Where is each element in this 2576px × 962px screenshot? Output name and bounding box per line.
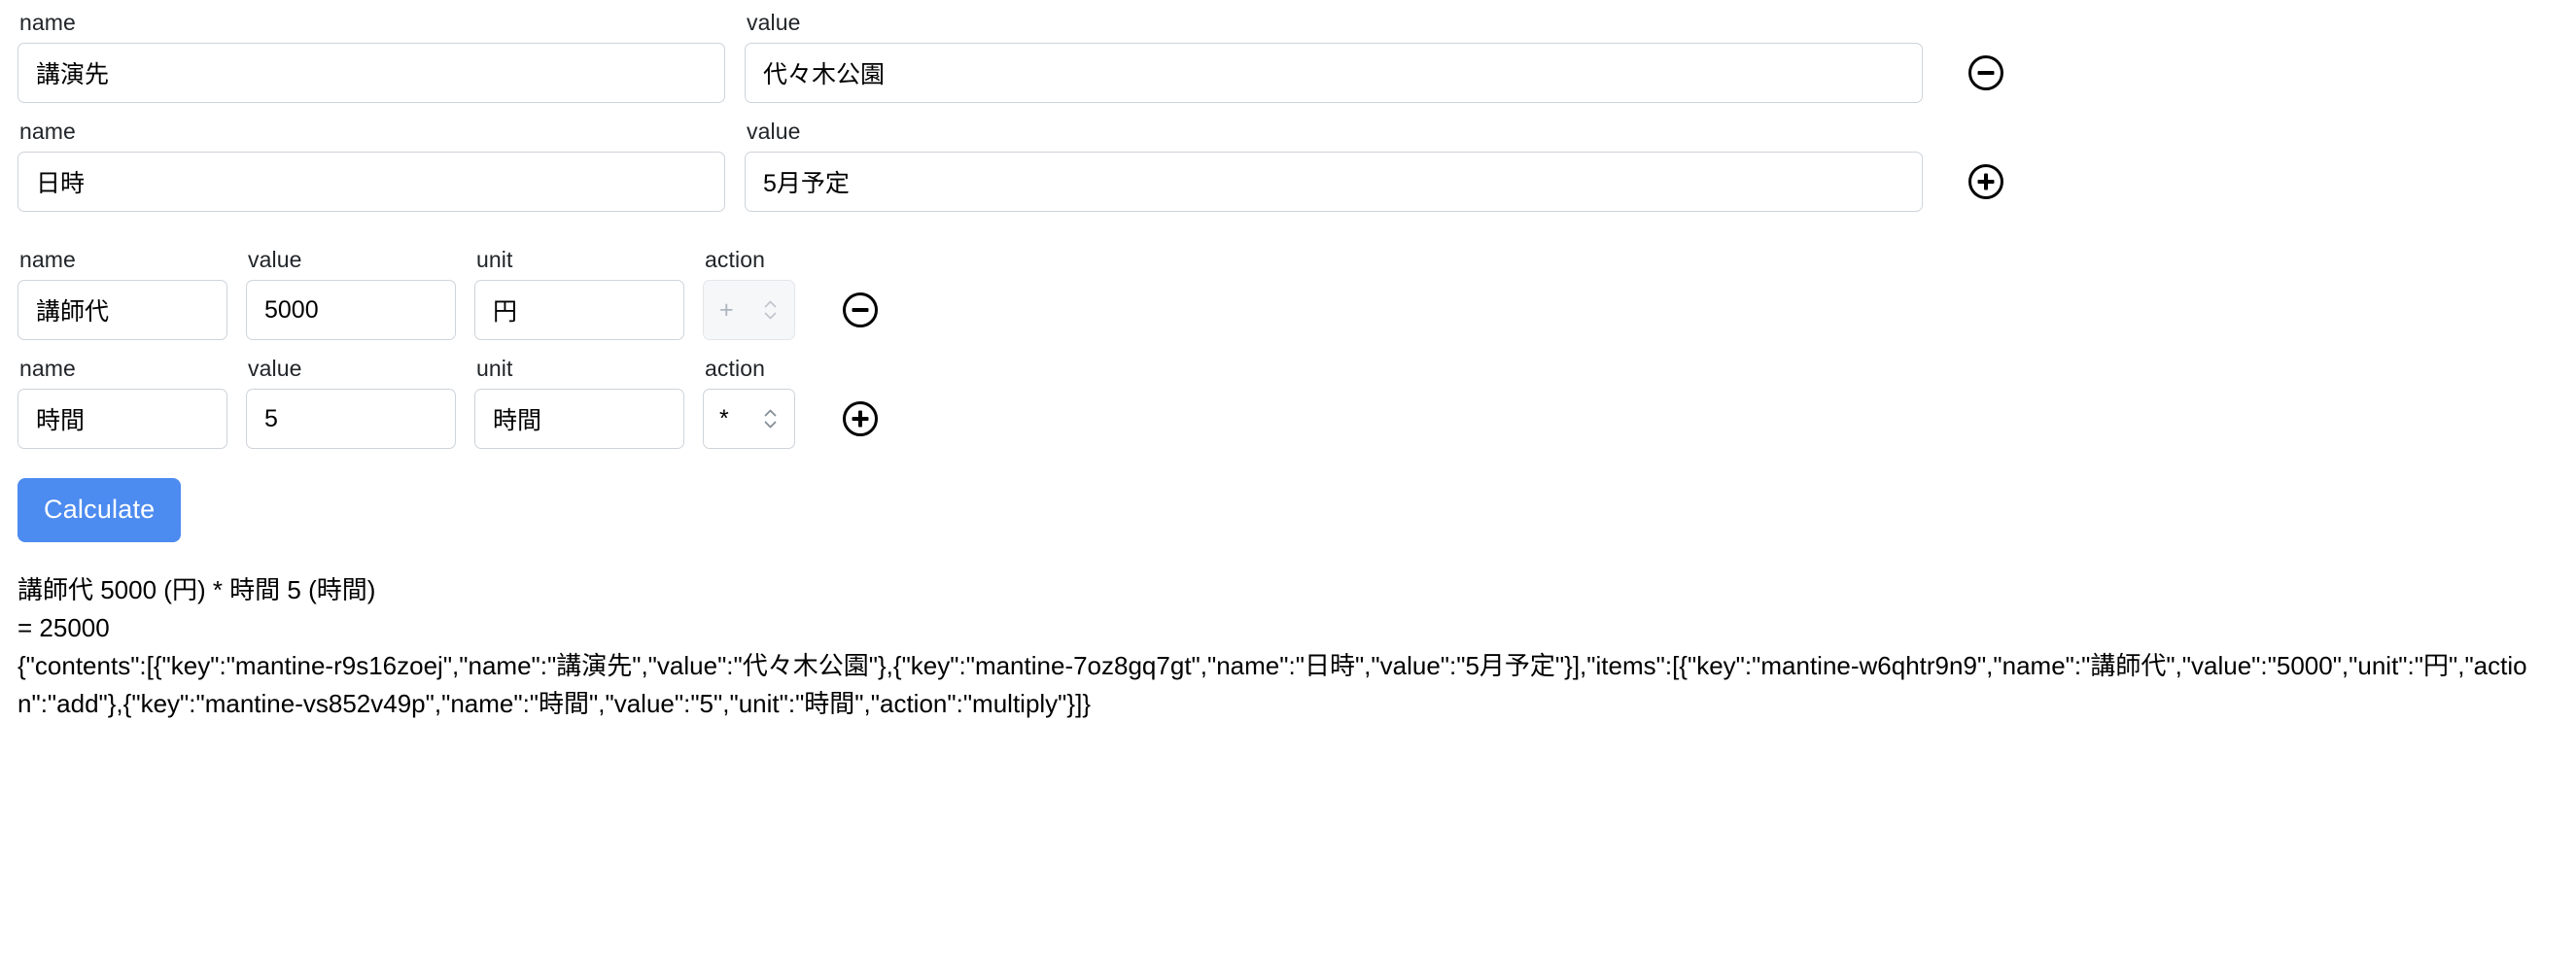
content-value-label: value [747, 119, 801, 144]
result-total: = 25000 [17, 613, 110, 642]
remove-item-row-button[interactable] [842, 292, 878, 327]
item-action-label: action [705, 356, 765, 381]
section-spacer [0, 542, 2576, 571]
add-item-row-button[interactable] [842, 401, 878, 436]
item-action-select-wrap-1: * [703, 389, 795, 449]
item-unit-field: unit [474, 245, 684, 340]
item-value-input-1[interactable] [246, 389, 456, 449]
content-name-input-0[interactable] [17, 43, 725, 103]
content-row-action-1 [1923, 152, 2049, 212]
remove-content-row-button[interactable] [1968, 55, 2003, 90]
calculate-button[interactable]: Calculate [17, 478, 182, 542]
item-name-field: name [17, 245, 227, 340]
content-value-label: value [747, 10, 801, 35]
item-value-field: value [246, 245, 456, 340]
item-unit-field: unit [474, 354, 684, 449]
content-name-label: name [19, 10, 76, 35]
item-row: name value unit action + [0, 245, 2576, 340]
content-value-input-0[interactable] [745, 43, 1923, 103]
section-spacer [0, 212, 2576, 245]
results-area: 講師代 5000 (円) * 時間 5 (時間) = 25000 {"conte… [0, 571, 2576, 723]
item-unit-input-0[interactable] [474, 280, 684, 340]
item-name-input-0[interactable] [17, 280, 227, 340]
content-name-input-1[interactable] [17, 152, 725, 212]
content-row: name value [0, 8, 2576, 103]
calculate-button-wrap: Calculate [0, 478, 2576, 542]
result-json-output: {"contents":[{"key":"mantine-r9s16zoej",… [17, 651, 2527, 718]
item-action-select-wrap-0: + [703, 280, 795, 340]
item-row: name value unit action * [0, 354, 2576, 449]
section-spacer [0, 449, 2576, 478]
item-name-label: name [19, 356, 76, 381]
content-row: name value [0, 117, 2576, 212]
content-value-field: value [745, 8, 1923, 103]
item-name-label: name [19, 247, 76, 272]
content-value-input-1[interactable] [745, 152, 1923, 212]
content-name-field: name [17, 8, 725, 103]
item-action-selected-value-0: + [719, 295, 734, 324]
item-action-field: action + [703, 245, 795, 340]
item-row-action-1 [814, 389, 906, 449]
item-value-field: value [246, 354, 456, 449]
content-row-action-0 [1923, 43, 2049, 103]
item-action-field: action * [703, 354, 795, 449]
item-unit-label: unit [476, 356, 513, 381]
content-value-field: value [745, 117, 1923, 212]
row-spacer [0, 103, 2576, 117]
content-name-label: name [19, 119, 76, 144]
chevron-up-down-icon [761, 295, 779, 325]
result-expression: 講師代 5000 (円) * 時間 5 (時間) [17, 575, 376, 604]
content-name-field: name [17, 117, 725, 212]
item-value-label: value [248, 356, 302, 381]
item-name-input-1[interactable] [17, 389, 227, 449]
item-unit-label: unit [476, 247, 513, 272]
item-value-label: value [248, 247, 302, 272]
top-spacer [0, 0, 2576, 8]
item-row-action-0 [814, 280, 906, 340]
chevron-up-down-icon [761, 404, 779, 433]
item-action-select-1[interactable]: * [703, 389, 795, 449]
item-action-label: action [705, 247, 765, 272]
item-value-input-0[interactable] [246, 280, 456, 340]
add-content-row-button[interactable] [1968, 164, 2003, 199]
item-unit-input-1[interactable] [474, 389, 684, 449]
item-action-select-0[interactable]: + [703, 280, 795, 340]
item-action-selected-value-1: * [719, 404, 729, 432]
row-spacer [0, 340, 2576, 354]
item-name-field: name [17, 354, 227, 449]
